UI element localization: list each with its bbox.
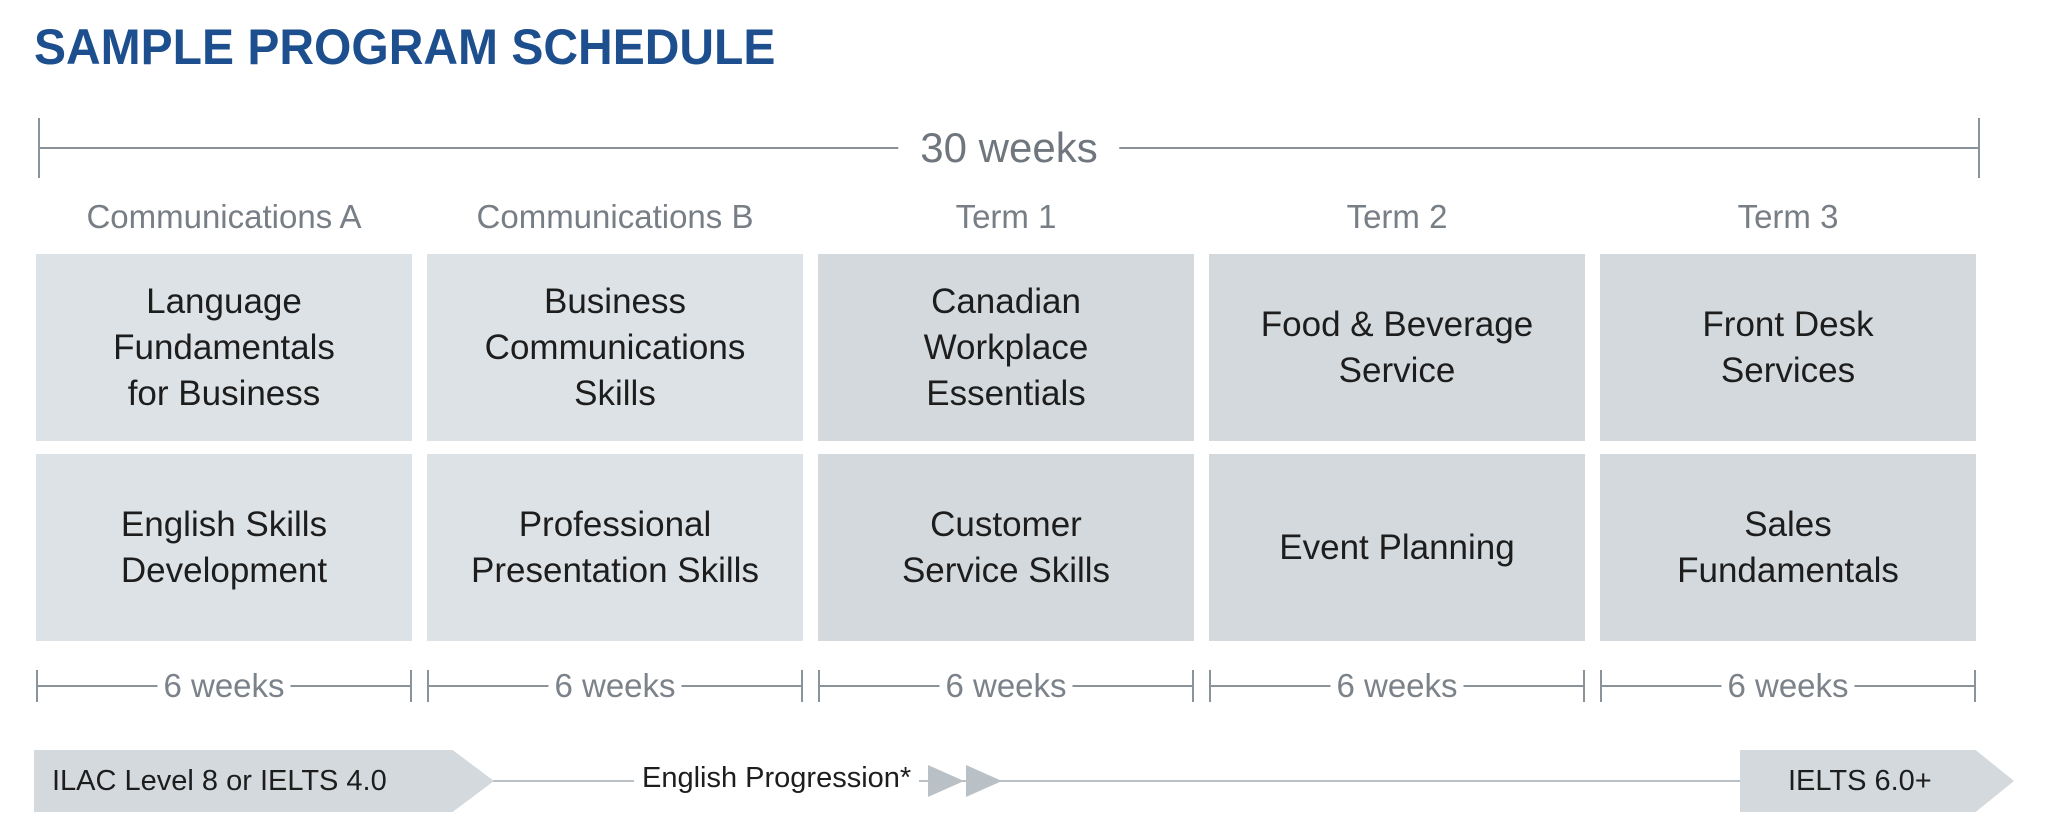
duration-span: 6 weeks [1600, 667, 1976, 705]
course-title: Food & Beverage Service [1260, 304, 1534, 390]
duration-cap-right [1583, 670, 1585, 702]
duration-cap-left [1600, 670, 1602, 702]
course-title: Canadian Workplace Essentials [923, 281, 1089, 413]
duration-cap-right [410, 670, 412, 702]
course-cell: Front Desk Services [1600, 254, 1976, 441]
course-cell: Professional Presentation Skills [427, 454, 803, 641]
progression-label: English Progression* [634, 762, 920, 795]
course-title: English Skills Development [120, 504, 328, 590]
total-duration-label: 30 weeks [898, 124, 1120, 172]
duration-label: 6 weeks [157, 667, 291, 705]
duration-label: 6 weeks [1721, 667, 1855, 705]
duration-cap-left [36, 670, 38, 702]
total-duration-span: 30 weeks [38, 118, 1980, 178]
course-cell: Canadian Workplace Essentials [818, 254, 1194, 441]
duration-cap-right [1192, 670, 1194, 702]
course-title: Sales Fundamentals [1677, 504, 1899, 590]
duration-cap-left [818, 670, 820, 702]
course-title: Front Desk Services [1702, 304, 1874, 390]
duration-cap-right [801, 670, 803, 702]
duration-span: 6 weeks [818, 667, 1194, 705]
term-header-term-2: Term 2 [1346, 198, 1448, 235]
course-cell: Language Fundamentals for Business [36, 254, 412, 441]
course-title: Customer Service Skills [901, 504, 1111, 590]
course-title: Business Communications Skills [484, 281, 746, 413]
duration-span: 6 weeks [36, 667, 412, 705]
term-header-communications-b: Communications B [476, 198, 754, 235]
progression-end-badge: IELTS 6.0+ [1740, 750, 2014, 812]
span-cap-left [38, 118, 40, 178]
term-header-term-3: Term 3 [1737, 198, 1839, 235]
course-cell: Business Communications Skills [427, 254, 803, 441]
progression-start-badge: ILAC Level 8 or IELTS 4.0 [34, 750, 494, 812]
duration-label: 6 weeks [939, 667, 1073, 705]
duration-label: 6 weeks [1330, 667, 1464, 705]
duration-cap-left [1209, 670, 1211, 702]
course-cell: Customer Service Skills [818, 454, 1194, 641]
term-header-communications-a: Communications A [86, 198, 362, 235]
progression-line [454, 780, 1784, 782]
duration-span: 6 weeks [427, 667, 803, 705]
page-title: SAMPLE PROGRAM SCHEDULE [34, 19, 776, 75]
course-cell: Food & Beverage Service [1209, 254, 1585, 441]
course-cell: Event Planning [1209, 454, 1585, 641]
english-progression: ILAC Level 8 or IELTS 4.0 English Progre… [34, 750, 2014, 812]
course-title: Language Fundamentals for Business [113, 281, 335, 413]
course-title: Event Planning [1279, 527, 1515, 567]
span-cap-right [1978, 118, 1980, 178]
course-title: Professional Presentation Skills [471, 504, 759, 590]
duration-cap-left [427, 670, 429, 702]
double-chevron-right-icon [928, 765, 1002, 797]
duration-label: 6 weeks [548, 667, 682, 705]
duration-cap-right [1974, 670, 1976, 702]
term-header-term-1: Term 1 [955, 198, 1057, 235]
course-cell: English Skills Development [36, 454, 412, 641]
duration-span: 6 weeks [1209, 667, 1585, 705]
course-cell: Sales Fundamentals [1600, 454, 1976, 641]
